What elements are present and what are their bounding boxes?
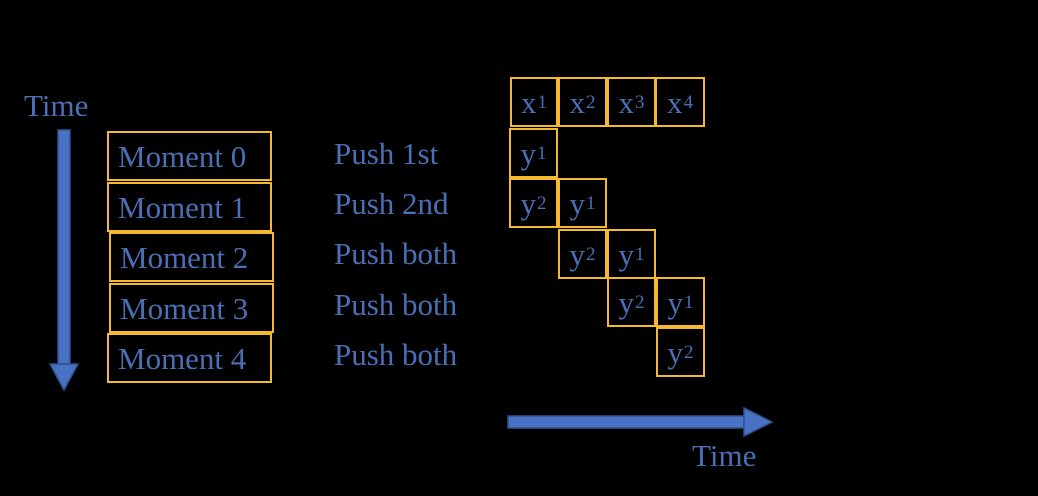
down-arrow-icon xyxy=(48,129,80,392)
input-cell-index: 3 xyxy=(635,91,645,113)
action-label: Push 1st xyxy=(334,136,439,171)
right-arrow-icon xyxy=(507,406,774,438)
input-cell-var: x xyxy=(521,84,537,120)
moment-box: Moment 3 xyxy=(109,283,274,333)
input-cell-var: x xyxy=(569,84,586,120)
output-cell-index: 1 xyxy=(537,142,547,164)
output-cell-index: 2 xyxy=(635,291,645,313)
moment-box: Moment 1 xyxy=(107,182,272,232)
output-cell-var: y xyxy=(667,334,684,370)
output-cell-var: y xyxy=(667,284,684,320)
output-cell-index: 1 xyxy=(586,192,596,214)
input-cell-var: x xyxy=(618,84,635,120)
action-label: Push both xyxy=(334,337,458,372)
input-cell-index: 4 xyxy=(683,91,694,113)
time-label-vertical: Time xyxy=(24,88,89,123)
input-cell-index: 1 xyxy=(537,91,548,113)
time-label-horizontal: Time xyxy=(692,438,757,473)
output-cell-var: y xyxy=(520,185,537,221)
output-cell-var: y xyxy=(618,236,635,272)
action-label: Push both xyxy=(334,287,458,322)
moment-box: Moment 4 xyxy=(107,333,272,383)
output-cell-var: y xyxy=(618,284,635,320)
output-cell-var: y xyxy=(569,236,586,272)
moment-box: Moment 2 xyxy=(109,232,274,282)
output-cell-index: 2 xyxy=(537,192,547,214)
output-cell-index: 2 xyxy=(586,243,596,265)
input-cell-var: x xyxy=(667,84,683,120)
output-cell-var: y xyxy=(520,135,537,171)
action-label: Push 2nd xyxy=(334,186,449,221)
input-cell-index: 2 xyxy=(586,91,596,113)
output-cell-var: y xyxy=(569,185,586,221)
moment-box: Moment 0 xyxy=(107,131,272,181)
output-cell-index: 1 xyxy=(635,243,645,265)
output-cell-index: 2 xyxy=(684,341,694,363)
action-label: Push both xyxy=(334,236,458,271)
output-cell-index: 1 xyxy=(684,291,694,313)
